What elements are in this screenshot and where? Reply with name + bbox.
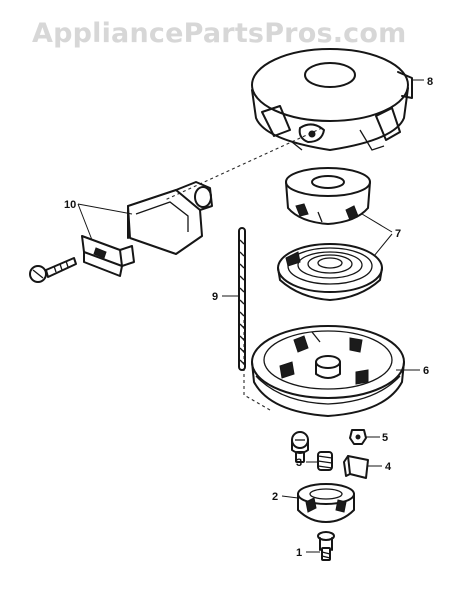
leader-2 bbox=[281, 495, 299, 499]
part-7-recoil-spring bbox=[277, 243, 383, 301]
callout-7: 7 bbox=[395, 228, 401, 240]
watermark-text: AppliancePartsPros.com bbox=[32, 18, 407, 49]
part-6-pulley bbox=[251, 325, 405, 417]
part-10-screw bbox=[29, 257, 77, 283]
callout-10: 10 bbox=[64, 199, 76, 211]
callout-5: 5 bbox=[382, 432, 388, 444]
callout-8: 8 bbox=[427, 76, 433, 88]
leader-10 bbox=[77, 203, 133, 241]
part-8-housing bbox=[251, 48, 413, 151]
callout-6: 6 bbox=[423, 365, 429, 377]
leader-7 bbox=[361, 213, 393, 257]
callout-2: 2 bbox=[272, 491, 278, 503]
callout-3: 3 bbox=[296, 457, 302, 469]
part-2-cup bbox=[297, 483, 355, 523]
assembly-line-handle bbox=[164, 127, 323, 201]
part-10-handle bbox=[127, 181, 213, 255]
callout-1: 1 bbox=[296, 547, 302, 559]
callout-4: 4 bbox=[385, 461, 392, 473]
part-5-nut bbox=[349, 429, 367, 445]
part-1-screw-lower bbox=[291, 431, 309, 463]
part-4-pawl bbox=[343, 455, 369, 479]
part-3-spring bbox=[317, 451, 333, 471]
callout-9: 9 bbox=[212, 291, 218, 303]
part-1-screw-upper bbox=[317, 531, 335, 561]
part-7-pawl-plate bbox=[285, 167, 371, 225]
part-10-clip bbox=[81, 235, 135, 277]
part-9-starter-rope bbox=[238, 227, 246, 371]
